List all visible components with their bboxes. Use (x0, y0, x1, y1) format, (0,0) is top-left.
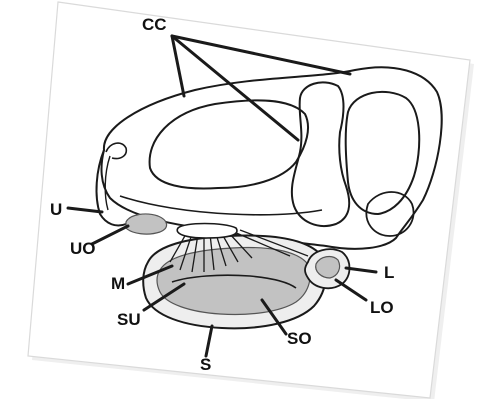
label-so: SO (287, 330, 312, 347)
saccular-otolith (157, 248, 310, 315)
label-bottom: S (200, 356, 211, 373)
label-su: SU (117, 311, 141, 328)
label-u: U (50, 201, 62, 218)
label-uo: UO (70, 240, 96, 257)
label-lo: LO (370, 299, 394, 316)
label-m: M (111, 275, 125, 292)
utricular-otolith (126, 214, 167, 234)
lagenar-otolith (316, 257, 340, 278)
nerve-root (177, 224, 237, 239)
label-top: CC (142, 16, 167, 33)
photo-card (28, 2, 470, 398)
label-l: L (384, 264, 394, 281)
